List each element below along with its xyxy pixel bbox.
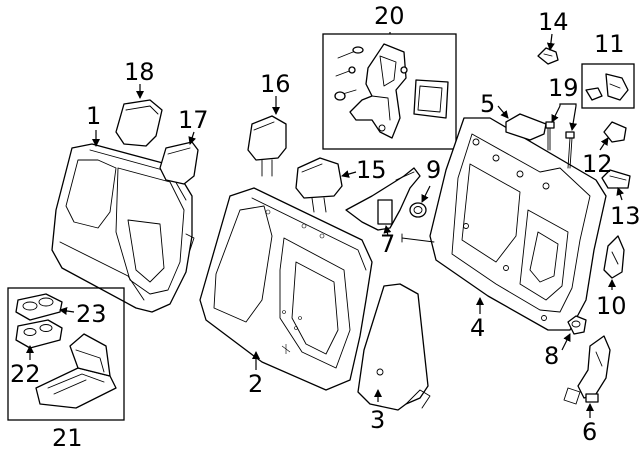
part-12-clip xyxy=(603,121,627,143)
callout-12: 12 xyxy=(582,150,613,178)
part-18-headrest xyxy=(115,99,163,147)
callout-7: 7 xyxy=(380,230,395,258)
kit-box-11 xyxy=(581,63,635,109)
callout-8: 8 xyxy=(544,342,559,370)
part-17-headrest xyxy=(159,141,199,185)
callout-5: 5 xyxy=(480,90,495,118)
callout-2: 2 xyxy=(248,370,263,398)
callout-11: 11 xyxy=(594,30,625,58)
part-19-guides xyxy=(545,121,575,169)
callout-labels: 1 2 3 4 5 6 7 8 9 10 11 12 13 14 15 16 1… xyxy=(10,2,640,452)
kit-box-21 xyxy=(7,287,125,421)
part-14-clip xyxy=(537,47,559,65)
callout-19: 19 xyxy=(548,74,579,102)
callout-23: 23 xyxy=(76,300,107,328)
callout-18: 18 xyxy=(124,58,155,86)
callout-3: 3 xyxy=(370,406,385,434)
part-13-clip xyxy=(601,169,631,189)
callout-6: 6 xyxy=(582,418,597,446)
part-8-knob xyxy=(567,315,587,335)
part-11-clips xyxy=(585,73,629,101)
callout-22: 22 xyxy=(10,360,41,388)
part-21-armrest xyxy=(35,333,117,409)
part-23-cupholder-tray xyxy=(15,293,63,321)
callout-1: 1 xyxy=(86,102,101,130)
callout-21: 21 xyxy=(52,424,83,452)
leader-lines xyxy=(26,32,625,418)
callout-4: 4 xyxy=(470,314,485,342)
callout-13: 13 xyxy=(610,202,640,230)
callout-15: 15 xyxy=(356,156,387,184)
callout-20: 20 xyxy=(374,2,405,30)
part-9-grommet xyxy=(409,202,427,218)
part-20-bracket xyxy=(334,43,449,139)
part-16-headrest xyxy=(247,115,287,177)
part-10-bracket xyxy=(603,235,625,279)
callout-17: 17 xyxy=(178,106,209,134)
part-3-back-panel xyxy=(357,283,431,411)
callout-14: 14 xyxy=(538,8,569,36)
part-7-latch xyxy=(345,167,421,231)
part-1-seat-back-cover xyxy=(51,143,195,313)
part-4-seat-frame xyxy=(401,117,607,331)
part-15-headrest xyxy=(295,157,343,213)
part-6-latch-assembly xyxy=(563,335,611,405)
part-22-cupholder-insert xyxy=(15,319,63,349)
callout-16: 16 xyxy=(260,70,291,98)
callout-9: 9 xyxy=(426,156,441,184)
part-5-bumper xyxy=(505,113,547,141)
part-2-seat-back-pad xyxy=(199,187,373,391)
callout-10: 10 xyxy=(596,292,627,320)
